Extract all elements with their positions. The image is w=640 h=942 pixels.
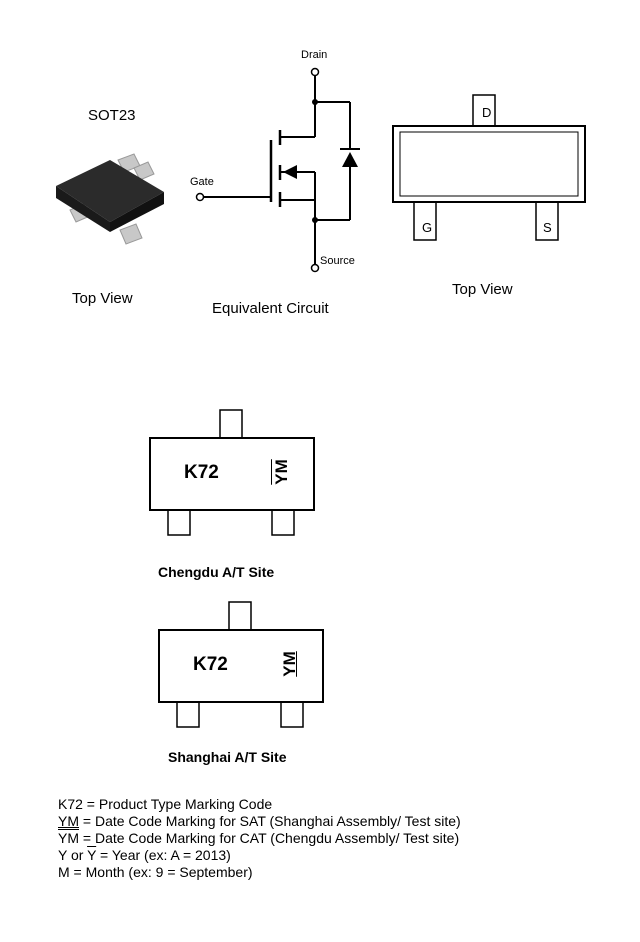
gate-label: Gate bbox=[190, 176, 214, 188]
legend-cat-text: = Date Code Marking for CAT (Chengdu Ass… bbox=[79, 830, 460, 846]
sot23-package-image bbox=[56, 153, 164, 245]
pin-g-label: G bbox=[422, 220, 433, 235]
legend-line-product-code: K72 = Product Type Marking Code bbox=[58, 796, 273, 812]
chengdu-site-caption: Chengdu A/T Site bbox=[158, 564, 275, 580]
shanghai-site-caption: Shanghai A/T Site bbox=[168, 749, 287, 765]
shanghai-marking-diagram bbox=[158, 601, 324, 728]
pin-d-label: D bbox=[482, 105, 492, 120]
legend-line-month: M = Month (ex: 9 = September) bbox=[58, 864, 253, 880]
equivalent-circuit-caption: Equivalent Circuit bbox=[212, 300, 329, 317]
legend-line-sat: YM = Date Code Marking for SAT (Shanghai… bbox=[58, 813, 461, 830]
legend-year-prefix: Y or bbox=[58, 847, 88, 863]
legend-year-symbol: Y bbox=[87, 847, 97, 863]
shanghai-date-code: YM bbox=[280, 651, 299, 677]
drain-label: Drain bbox=[301, 49, 328, 61]
chengdu-marking-diagram bbox=[149, 409, 315, 536]
legend-line-year: Y or Y = Year (ex: A = 2013) bbox=[58, 847, 461, 864]
package-title: SOT23 bbox=[88, 107, 136, 124]
chengdu-date-code: YM bbox=[272, 459, 291, 485]
legend-year-text: = Year (ex: A = 2013) bbox=[96, 847, 231, 863]
package-top-view-label: Top View bbox=[72, 290, 133, 307]
legend-cat-symbol: YM bbox=[58, 830, 79, 846]
marking-legend: K72 = Product Type Marking Code YM = Dat… bbox=[58, 796, 461, 881]
package-outline-top-view bbox=[392, 94, 586, 241]
pin-s-label: S bbox=[543, 220, 552, 235]
legend-sat-symbol: YM bbox=[58, 813, 79, 829]
legend-sat-text: = Date Code Marking for SAT (Shanghai As… bbox=[79, 813, 461, 829]
chengdu-product-code: K72 bbox=[184, 462, 219, 483]
legend-line-cat: YM = Date Code Marking for CAT (Chengdu … bbox=[58, 830, 461, 847]
shanghai-product-code: K72 bbox=[193, 654, 228, 675]
outline-top-view-label: Top View bbox=[452, 281, 513, 298]
source-label: Source bbox=[320, 255, 355, 267]
equivalent-circuit-diagram bbox=[195, 67, 360, 273]
